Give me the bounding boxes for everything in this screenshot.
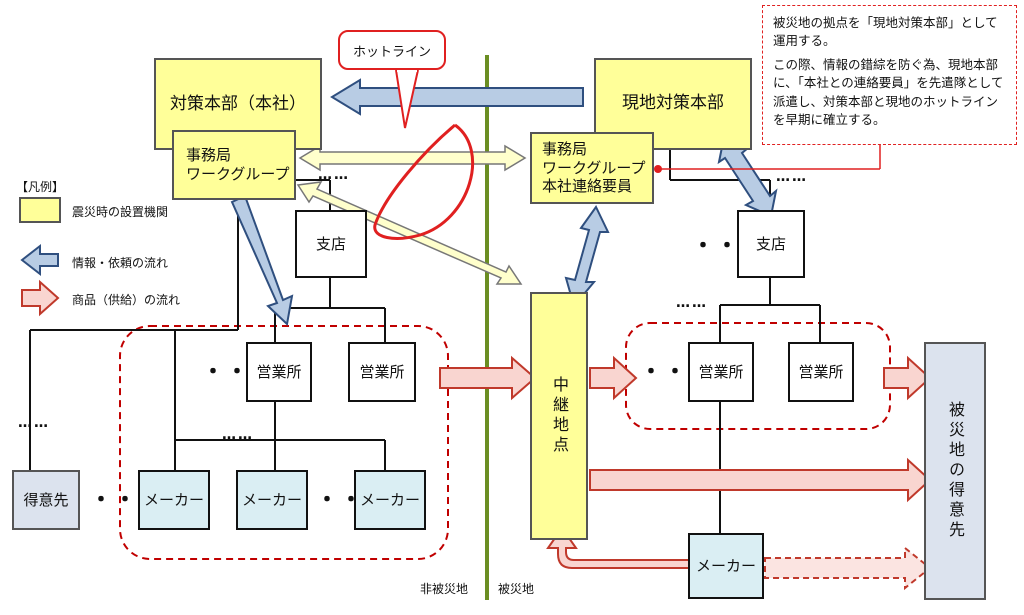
- link-arrow-offices: [298, 144, 527, 172]
- disaster-customer-label: 被災地の得意先: [946, 401, 965, 541]
- sales-office-label: 営業所: [698, 362, 744, 381]
- hq-office-label-2: ワークグループ: [186, 165, 290, 183]
- dots-branch-right: ……: [776, 169, 808, 185]
- supply-arrow-relay-to-right: [589, 355, 638, 401]
- link-arrow-office-to-relay: [296, 181, 523, 285]
- field-office-label-3: 本社連絡要員: [542, 177, 633, 196]
- sales-office-label: 営業所: [359, 362, 405, 381]
- region-label-non-disaster: 非被災地: [420, 582, 469, 596]
- field-office-label-1: 事務局: [542, 139, 588, 158]
- region-label-disaster: 被災地: [498, 582, 535, 596]
- legend-yellow-swatch: [19, 197, 61, 223]
- maker-left-3: メーカー: [354, 470, 426, 530]
- branch-right-box: 支店: [737, 210, 805, 278]
- dots-customer-left: ……: [18, 415, 50, 431]
- hotline-callout: ホットライン: [338, 30, 446, 70]
- legend-blue-arrow-icon: [20, 243, 59, 277]
- field-office-label-2: ワークグループ: [542, 158, 646, 177]
- hq-office-label-1: 事務局: [186, 146, 232, 165]
- sales-office-right-2: 営業所: [788, 342, 854, 402]
- relay-point-box: 中継地点: [530, 292, 588, 540]
- note-line-2: この際、情報の錯綜を防ぐ為、現地本部に、「本社との連絡要員」を先遣隊として派遣し…: [773, 57, 1004, 127]
- legend-red-arrow-icon: [21, 279, 60, 317]
- dots-branch-left: ……: [318, 167, 350, 183]
- supply-arrow-maker-to-customer: [764, 545, 932, 591]
- maker-label: メーカー: [143, 490, 204, 509]
- customer-left-label: 得意先: [23, 490, 69, 509]
- sales-office-left-2: 営業所: [348, 342, 416, 402]
- branch-left-label: 支店: [315, 234, 346, 253]
- info-arrow-field-to-hq: [330, 78, 584, 116]
- legend-item-info: 情報・依頼の流れ: [72, 256, 169, 270]
- hq-label: 対策本部（本社）: [170, 94, 306, 114]
- maker-right: メーカー: [688, 533, 764, 599]
- dots-sales-right: ……: [676, 295, 708, 311]
- supply-arrow-left-to-relay: [439, 355, 537, 401]
- branch-left-box: 支店: [295, 210, 367, 278]
- maker-label: メーカー: [695, 556, 756, 575]
- maker-left-2: メーカー: [236, 470, 308, 530]
- sales-office-right-1: 営業所: [688, 342, 754, 402]
- sales-office-label: 営業所: [256, 362, 302, 381]
- left-dashed-region: [119, 325, 449, 560]
- disaster-customer-box: 被災地の得意先: [924, 342, 986, 600]
- field-hq-label: 現地対策本部: [622, 93, 724, 114]
- legend-item-facility: 震災時の設置機関: [72, 205, 169, 219]
- legend-item-supply: 商品（供給）の流れ: [72, 293, 181, 307]
- sales-office-label: 営業所: [798, 362, 844, 381]
- hotline-loop: [373, 123, 474, 240]
- field-office-box: 事務局 ワークグループ 本社連絡要員: [530, 132, 654, 204]
- field-hq-box: 現地対策本部: [594, 58, 752, 150]
- supply-arrow-right-to-customer: [883, 355, 932, 401]
- note-line-1: 被災地の拠点を「現地対策本部」として運用する。: [773, 15, 998, 49]
- customer-left-box: 得意先: [12, 470, 80, 530]
- dots-makers-left: ……: [222, 427, 254, 443]
- hq-office-box: 事務局 ワークグループ: [172, 130, 296, 200]
- supply-arrow-relay-to-customer: [589, 457, 932, 503]
- maker-label: メーカー: [359, 490, 420, 509]
- maker-left-1: メーカー: [138, 470, 210, 530]
- maker-label: メーカー: [241, 490, 302, 509]
- relay-point-label: 中継地点: [550, 376, 569, 456]
- info-arrow-office-to-sales: [230, 194, 294, 327]
- branch-right-label: 支店: [755, 234, 786, 253]
- legend-title: 【凡例】: [16, 180, 65, 194]
- note-box: 被災地の拠点を「現地対策本部」として運用する。 この際、情報の錯綜を防ぐ為、現地…: [762, 5, 1017, 145]
- sales-office-left-1: 営業所: [246, 342, 312, 402]
